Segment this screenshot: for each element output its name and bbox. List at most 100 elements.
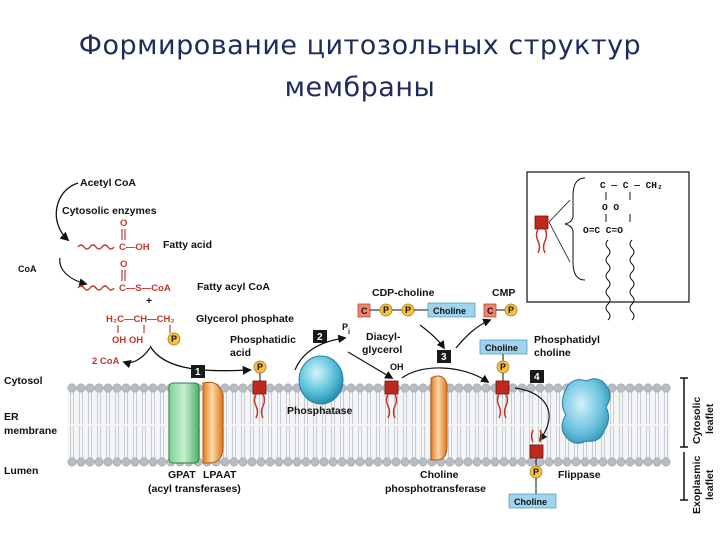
lipid-head-bottom <box>94 457 104 467</box>
fatty-acid-label: Fatty acid <box>163 239 212 251</box>
lipid-head-top <box>481 383 491 393</box>
lipid-head-bottom <box>328 457 338 467</box>
flipped-pc-choline-text: Choline <box>514 497 547 507</box>
phosphatidic-glycerol-head <box>252 380 267 395</box>
lipid-head-bottom <box>463 457 473 467</box>
cytosol-label: Cytosol <box>4 375 43 387</box>
lipid-head-top <box>157 383 167 393</box>
step-3-badge <box>437 350 451 363</box>
step-2-number: 2 <box>317 332 323 343</box>
step-4-number: 4 <box>534 372 540 383</box>
coa-in-arrow <box>59 257 88 287</box>
pc-label-2: choline <box>534 347 571 359</box>
pc-label-1: Phosphatidyl <box>534 334 600 346</box>
step-4-badge <box>530 370 544 383</box>
step-2-badge <box>313 330 327 343</box>
lipid-head-bottom <box>157 457 167 467</box>
inset-chain-2 <box>629 239 635 321</box>
fatty-acid-chain <box>77 244 115 250</box>
lipid-head-top <box>229 383 239 393</box>
flippase-label: Flippase <box>558 469 601 481</box>
to-phosphatidic-arrow <box>149 345 252 375</box>
lumen-label: Lumen <box>4 465 38 477</box>
cdp-p1-letter: P <box>383 305 389 315</box>
fatty-acyl-coa-label: Fatty acyl CoA <box>197 281 270 293</box>
phosphatidic-tails <box>253 393 266 419</box>
acyl-transferases-label: (acyl transferases) <box>148 483 241 495</box>
lpaat-enzyme <box>202 381 224 464</box>
inset-ester-o: O O <box>602 202 619 213</box>
lipid-head-top <box>220 383 230 393</box>
pc-choline-text: Choline <box>485 343 518 353</box>
lipid-head-bottom <box>346 457 356 467</box>
lipid-head-top <box>373 383 383 393</box>
slide-title-line-1: Формирование цитозольных структур <box>78 30 642 61</box>
lipid-head-bottom <box>409 457 419 467</box>
inset-glycerol-head <box>534 215 549 230</box>
lipid-head-top <box>472 383 482 393</box>
inset-backbone: C — C — CH₂ <box>600 180 663 191</box>
lipid-head-bottom <box>652 457 662 467</box>
cdp-choline-text: Choline <box>433 306 466 316</box>
lipid-head-top <box>553 383 563 393</box>
lipid-head-bottom <box>490 457 500 467</box>
lipid-head-bottom <box>562 457 572 467</box>
lipid-head-bottom <box>472 457 482 467</box>
flippase-enzyme <box>561 378 611 444</box>
lipid-head-bottom <box>148 457 158 467</box>
lipid-head-bottom <box>661 457 671 467</box>
lipid-head-bottom <box>544 457 554 467</box>
lipid-head-bottom <box>517 457 527 467</box>
lipid-head-top <box>634 383 644 393</box>
cmp-c-letter: C <box>487 306 494 316</box>
phosphatase-enzyme <box>298 355 344 405</box>
lipid-head-top <box>85 383 95 393</box>
dag-to-pc-arrow <box>401 367 490 383</box>
lipid-head-top <box>274 383 284 393</box>
lipid-head-top <box>454 383 464 393</box>
lipid-head-bottom <box>265 457 275 467</box>
slide-title-line-2: мембраны <box>284 72 436 103</box>
lipid-head-top <box>535 383 545 393</box>
two-coa-out-arrow <box>122 347 151 369</box>
cmp-p-letter: P <box>508 305 514 315</box>
pi-release-arrow <box>294 334 347 371</box>
lipid-head-top <box>418 383 428 393</box>
lipid-head-bottom <box>634 457 644 467</box>
lipid-head-top <box>616 383 626 393</box>
er-label: ER <box>4 411 19 423</box>
lipid-head-bottom <box>130 457 140 467</box>
lipid-head-top <box>76 383 86 393</box>
lipid-head-bottom <box>337 457 347 467</box>
lipid-head-bottom <box>625 457 635 467</box>
lipid-head-bottom <box>616 457 626 467</box>
lipid-head-bottom <box>400 457 410 467</box>
lipid-head-bottom <box>580 457 590 467</box>
lipid-head-top <box>643 383 653 393</box>
lipid-head-bottom <box>607 457 617 467</box>
glycerol-backbone: H₂C—CH—CH₂ <box>106 314 175 325</box>
lipid-head-bottom <box>553 457 563 467</box>
pi-label: P <box>342 322 348 332</box>
lipid-head-top <box>103 383 113 393</box>
glycerol-p-letter: P <box>171 334 177 344</box>
step-1-badge <box>191 365 205 378</box>
cdp-choline-box <box>427 302 476 318</box>
lipid-head-bottom <box>355 457 365 467</box>
cdp-in-arrow <box>419 324 445 350</box>
lipid-head-bottom <box>229 457 239 467</box>
lipid-head-top <box>544 383 554 393</box>
choline-pt-label-1: Choline <box>420 469 459 481</box>
step-1-number: 1 <box>195 367 201 378</box>
gpat-enzyme <box>168 382 200 464</box>
choline-pt-label-2: phosphotransferase <box>385 483 486 495</box>
flip-arrow <box>514 387 550 442</box>
acyl-thioester: C—S—CoA <box>119 283 171 294</box>
lipid-head-top <box>130 383 140 393</box>
lipid-head-bottom <box>319 457 329 467</box>
cdp-c-letter: C <box>361 306 368 316</box>
to-dag-arrow <box>347 351 394 379</box>
flipped-pc-p-letter: P <box>533 467 539 477</box>
lipid-structure-inset <box>526 171 690 303</box>
phosphatidic-p-letter: P <box>257 362 263 372</box>
